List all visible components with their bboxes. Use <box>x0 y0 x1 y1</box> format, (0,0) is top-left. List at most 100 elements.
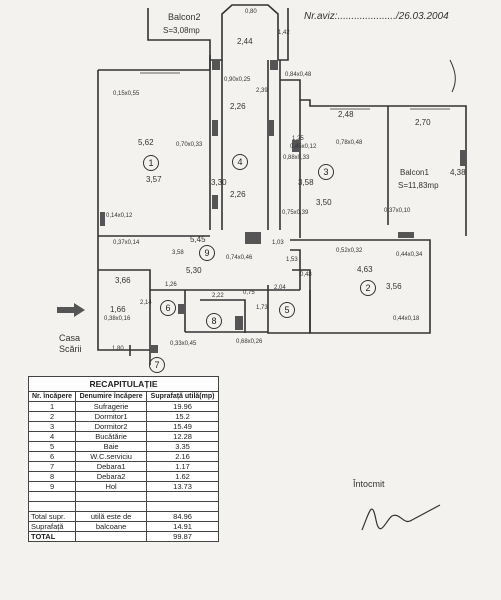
row-nr: 4 <box>27 431 77 442</box>
dim-label: 0,88x0,33 <box>283 155 310 161</box>
dim-label: 1,53 <box>286 257 298 263</box>
dim-label: 2,22 <box>212 293 224 299</box>
prepared-by-label: Întocmit <box>353 479 385 489</box>
kitchen-walls <box>209 55 281 230</box>
dim-label: 3,57 <box>146 175 162 184</box>
dim-label: 5,62 <box>138 138 154 147</box>
dim-label: 3,30 <box>211 178 227 187</box>
balcon1-area: S=11,83mp <box>398 181 439 190</box>
dim-label: 0,48 <box>300 272 312 278</box>
room-number-2: 2 <box>360 280 376 296</box>
table-row <box>27 491 219 502</box>
row-area: 15.49 <box>146 421 219 432</box>
row-nr: 5 <box>27 441 77 452</box>
dim-label: 0,52x0,32 <box>336 248 363 254</box>
bedroom1-walls <box>290 239 431 334</box>
dim-label: 1,26 <box>165 282 177 288</box>
dim-label: 3,58 <box>298 178 314 187</box>
room-number-9: 9 <box>199 245 215 261</box>
dim-label: 1,80 <box>112 346 124 352</box>
window-lines <box>140 69 450 110</box>
col-header-name: Denumire încăpere <box>75 391 148 402</box>
dim-label: 0,75x0,39 <box>282 210 309 216</box>
row-area: 1.17 <box>146 461 219 472</box>
signature-mark <box>361 504 441 531</box>
dim-label: 0,75 <box>243 290 255 296</box>
dim-label: 2,39 <box>256 88 268 94</box>
dim-label: 0,15x0,55 <box>113 91 140 97</box>
dim-label: 0,90x0,25 <box>224 77 251 83</box>
dim-label: 0,37x0,10 <box>384 208 411 214</box>
dim-label: 1,42 <box>278 30 290 36</box>
dim-label: 0,38x0,16 <box>104 316 131 322</box>
bath-walls <box>267 285 311 334</box>
entrance-arrow-icon <box>57 303 85 317</box>
row-nr: 8 <box>27 471 77 482</box>
dim-label: 2,44 <box>237 37 253 46</box>
row-nr: 2 <box>27 411 77 422</box>
permit-number: Nr.aviz:...................../26.03.2004 <box>304 11 449 22</box>
dim-label: 3,56 <box>386 282 402 291</box>
dim-label: 1,03 <box>272 240 284 246</box>
wc-walls <box>149 290 186 345</box>
row-area: 1.62 <box>146 471 219 482</box>
dim-label: 0,78x0,48 <box>336 140 363 146</box>
room-number-5: 5 <box>279 302 295 318</box>
room-number-1: 1 <box>143 155 159 171</box>
dim-label: 5,45 <box>190 235 206 244</box>
row-nr: 6 <box>27 451 77 462</box>
col-header-area: Suprafață utilă(mp) <box>146 391 219 402</box>
balcon2-area: S=3,08mp <box>163 26 200 35</box>
dim-label: 0,33x0,45 <box>170 341 197 347</box>
row-area: 13.73 <box>146 481 219 492</box>
col-header-nr: Nr. încăpere <box>27 391 77 402</box>
balcon1-label: Balcon1 <box>400 168 429 177</box>
dim-label: 0,44x0,18 <box>393 316 420 322</box>
window-marks <box>100 60 466 353</box>
row-area: 15.2 <box>146 411 219 422</box>
dim-label: 0,45x0,12 <box>290 144 317 150</box>
room-number-7: 7 <box>149 357 165 373</box>
row-name: Sufragerie <box>75 401 148 412</box>
dim-label: 3,50 <box>316 198 332 207</box>
dim-label: 1,66 <box>110 305 126 314</box>
recap-table: RECAPITULAȚIE Nr. încăpere Denumire încă… <box>27 376 219 542</box>
dim-label: 0,80 <box>245 9 257 15</box>
row-name: Dormitor1 <box>75 411 148 422</box>
row-name: Debara1 <box>75 461 148 472</box>
total-label: TOTAL <box>27 531 77 542</box>
dim-label: 0,84x0,48 <box>285 72 312 78</box>
row-name: Dormitor2 <box>75 421 148 432</box>
balconies-value: 14.91 <box>146 521 219 532</box>
recap-title: RECAPITULAȚIE <box>28 376 219 392</box>
row-nr: 7 <box>27 461 77 472</box>
dim-label: 2,48 <box>338 110 354 119</box>
hall-walls <box>97 236 301 291</box>
dim-label: 1,73 <box>256 305 268 311</box>
room-number-3: 3 <box>318 164 334 180</box>
staircase-label-casa: Casa <box>59 333 81 343</box>
usable-value: 84.96 <box>146 511 219 522</box>
dim-label: 0,37x0,14 <box>113 240 140 246</box>
row-name: Debara2 <box>75 471 148 482</box>
dim-label: 3,66 <box>115 276 131 285</box>
staircase-label-scarii: Scării <box>59 344 82 354</box>
row-area: 3.35 <box>146 441 219 452</box>
dim-label: 0,44x0,34 <box>396 252 423 258</box>
suprafata-label: Suprafață <box>27 521 77 532</box>
balcon2-label: Balcon2 <box>168 12 201 22</box>
row-name: Baie <box>75 441 148 452</box>
row-nr: 3 <box>27 421 77 432</box>
row-name: W.C.serviciu <box>75 451 148 462</box>
usable-label: utilă este de <box>75 511 148 522</box>
dim-label: 2,26 <box>230 190 246 199</box>
